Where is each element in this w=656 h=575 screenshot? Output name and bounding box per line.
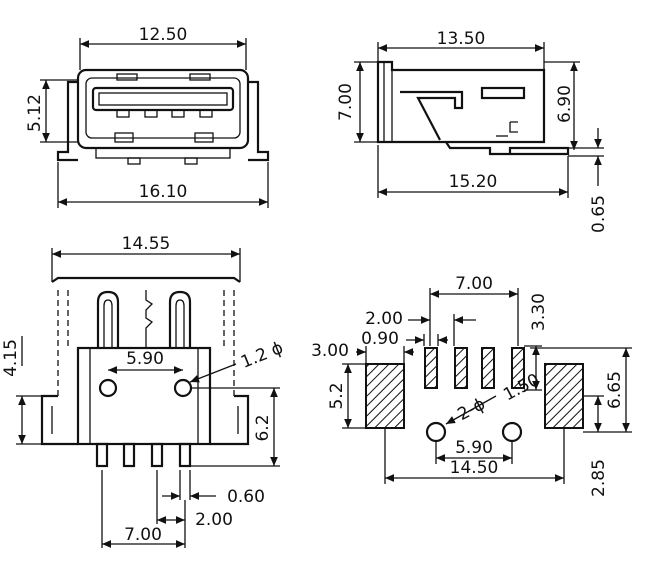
- side-height-label: 7.00: [336, 83, 356, 121]
- fp-hole2-label: 2-ϕ: [455, 394, 489, 425]
- fp-pad: [424, 347, 438, 389]
- front-height-label: 5.12: [25, 94, 45, 132]
- side-pin-label: 0.65: [589, 195, 609, 233]
- top-hole-right: [173, 378, 193, 398]
- front-view: 12.50 5.12 16.10: [25, 25, 270, 208]
- footprint-view: 7.00 2.00 0.90 3.30 3.00 5.2: [311, 274, 632, 497]
- fp-pad-height-label: 3.30: [529, 293, 549, 331]
- top-pin-width-label: 0.60: [227, 487, 265, 507]
- fp-pad-width-label: 0.90: [361, 329, 399, 349]
- fp-pitch-label: 2.00: [365, 309, 403, 329]
- side-length-label: 13.50: [437, 29, 486, 49]
- top-view: 14.55 5.90 1.2 ϕ: [1, 234, 286, 548]
- front-base-label: 16.10: [139, 182, 188, 202]
- fp-shield-height-label: 5.2: [327, 382, 347, 409]
- top-offset-label: 4.15: [1, 339, 21, 377]
- top-height-label: 6.2: [253, 414, 273, 441]
- side-view: 13.50 7.00 6.90 15.20 0.65: [336, 29, 609, 233]
- fp-hole-right: [501, 421, 523, 443]
- fp-hole-spacing-label: 5.90: [455, 438, 493, 458]
- top-pin-span-label: 7.00: [124, 525, 162, 545]
- fp-overall-label: 14.50: [450, 458, 499, 478]
- top-hole-dia-label: 1.2 ϕ: [238, 338, 286, 373]
- side-inner-height-label: 6.90: [555, 85, 575, 123]
- top-hole-spacing-label: 5.90: [126, 349, 164, 369]
- top-hole-left: [98, 378, 118, 398]
- fp-pad: [454, 347, 468, 389]
- fp-right-height-label: 6.65: [605, 371, 625, 409]
- top-width-label: 14.55: [122, 234, 171, 254]
- top-body: [76, 346, 212, 446]
- fp-pad: [511, 347, 525, 389]
- fp-shield-width-label: 3.00: [311, 341, 349, 361]
- fp-hole-left: [425, 421, 447, 443]
- fp-shield-pad-left: [365, 363, 405, 429]
- fp-offset-label: 2.85: [589, 459, 609, 497]
- front-receptacle: [91, 86, 235, 112]
- fp-shield-pad-right: [544, 363, 584, 429]
- fp-span-label: 7.00: [455, 274, 493, 294]
- top-pin-pitch-label: 2.00: [195, 510, 233, 530]
- fp-pad: [481, 347, 495, 389]
- side-base-label: 15.20: [449, 172, 498, 192]
- front-width-label: 12.50: [139, 25, 188, 45]
